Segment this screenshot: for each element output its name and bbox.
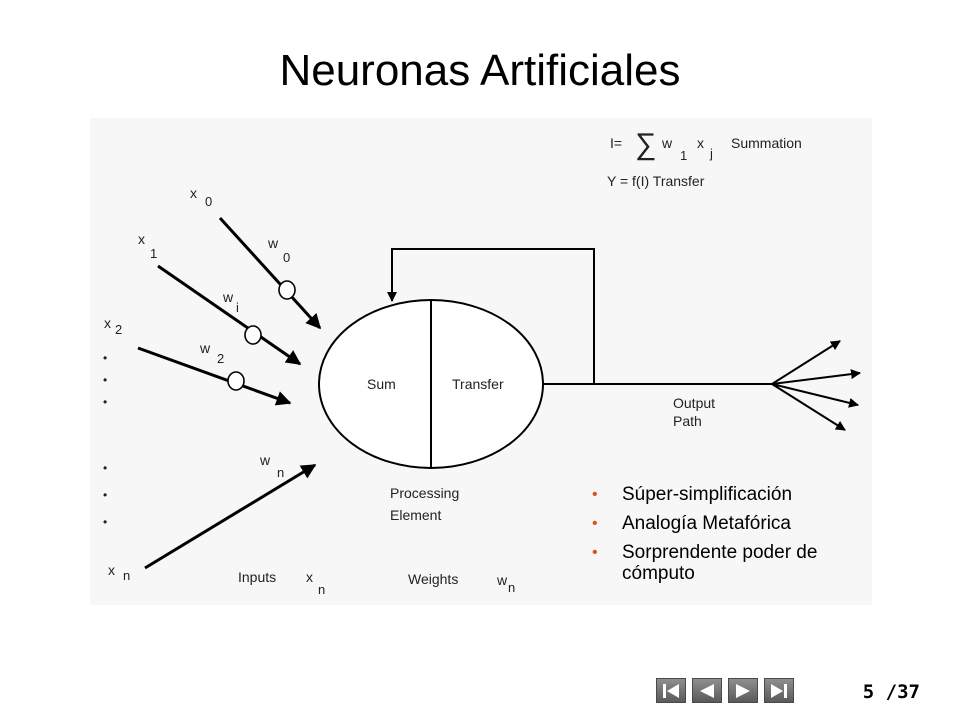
input-x1-label: x [138,231,145,247]
input-x0-sub: 0 [205,194,212,209]
input-arrow-x1 [157,264,302,366]
bullet-item: Analogía Metafórica [590,513,890,534]
bullet-item: Súper-simplificación [590,484,890,505]
weight-wn-label: w [259,452,271,468]
bullet-list: Súper-simplificación Analogía Metafórica… [590,484,890,592]
input-arrow-x2 [137,346,292,406]
input-x2-sub: 2 [115,322,122,337]
ellipsis-dot: • [103,515,107,529]
ellipsis-dot: • [103,351,107,365]
weight-node-w0 [278,280,296,300]
input-xn-label: x [108,562,115,578]
next-slide-icon [736,683,750,698]
first-slide-icon [663,683,679,698]
weights-w-sub: n [508,580,515,595]
slide-title: Neuronas Artificiales [279,46,681,95]
path-label: Path [673,413,702,429]
ellipsis-dot: • [103,373,107,387]
weights-label: Weights [408,571,458,587]
weight-w0-sub: 0 [283,250,290,265]
formula-x: x [697,135,704,151]
weight-wi-label: w [222,289,234,305]
slide-number: 5 /37 [863,681,920,703]
input-x2-label: x [104,315,111,331]
weight-w2-label: w [199,340,211,356]
formula-transfer-line: Y = f(I) Transfer [607,173,705,189]
weight-wi-sub: i [236,300,239,315]
sigma-symbol: ∑ [635,128,656,161]
processing-label: Processing [390,485,459,501]
input-x1-sub: 1 [150,246,157,261]
element-label: Element [390,507,441,523]
output-arrow-2 [771,369,861,385]
total-slides: /37 [885,681,920,703]
inputs-label: Inputs [238,569,276,585]
current-slide-number: 5 [862,681,875,703]
inputs-x-sub: n [318,582,325,597]
neuron-diagram: I= ∑ w 1 x j Summation Y = f(I) Transfer… [90,118,872,605]
last-slide-button[interactable] [764,678,794,703]
formula-w: w [661,135,673,151]
input-x0-label: x [190,185,197,201]
ellipsis-dot: • [103,461,107,475]
weights-w-label: w [496,572,508,588]
output-arrow-1 [771,340,841,385]
transfer-label: Transfer [452,376,504,392]
weight-w2-sub: 2 [217,351,224,366]
previous-slide-button[interactable] [692,678,722,703]
ellipsis-dot: • [103,488,107,502]
slide-navigation [656,678,794,704]
formula-sub-1: 1 [680,148,687,163]
ellipsis-dot: • [103,395,107,409]
output-arrow-4 [771,383,846,431]
weight-node-wi [244,325,262,345]
formula-summation-label: Summation [731,135,802,151]
next-slide-button[interactable] [728,678,758,703]
output-arrow-3 [771,383,859,408]
inputs-x-label: x [306,569,313,585]
weight-w0-label: w [267,235,279,251]
last-slide-icon [771,683,787,698]
weight-node-w2 [227,371,245,391]
input-xn-sub: n [123,568,130,583]
bullet-item: Sorprendente poder de cómputo [590,542,890,584]
sum-label: Sum [367,376,396,392]
formula-sub-j: j [709,146,713,161]
first-slide-button[interactable] [656,678,686,703]
previous-slide-icon [700,683,714,698]
input-arrow-x0 [218,216,322,330]
weight-wn-sub: n [277,465,284,480]
input-arrow-xn [144,463,317,570]
formula-i-label: I= [610,135,622,151]
neuron-diagram-svg: I= ∑ w 1 x j Summation Y = f(I) Transfer… [103,128,861,597]
output-label: Output [673,395,715,411]
